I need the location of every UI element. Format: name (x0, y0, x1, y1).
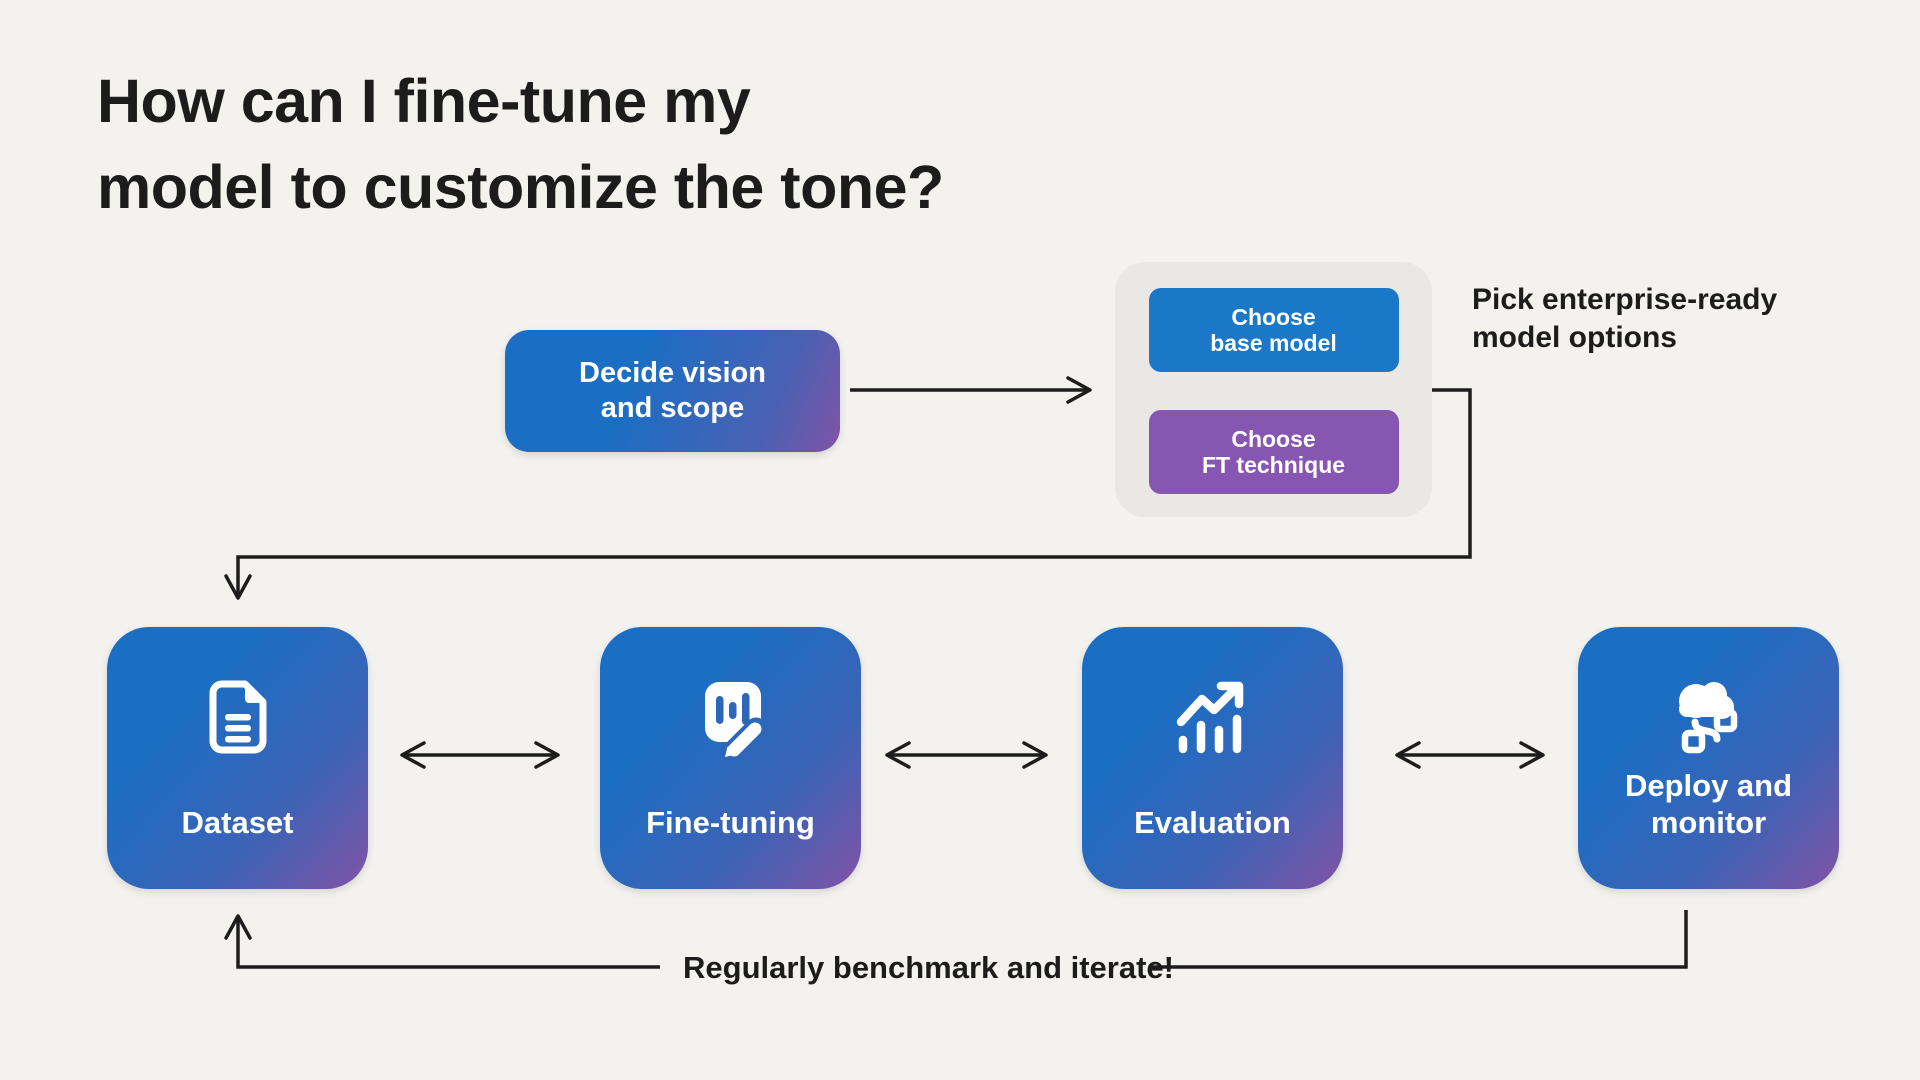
page-title: How can I fine-tune my model to customiz… (97, 58, 944, 230)
stage-label-dataset: Dataset (181, 805, 294, 840)
title-line1: How can I fine-tune my (97, 67, 751, 135)
title-line2: model to customize the tone? (97, 153, 944, 221)
choose-ft-line1: Choose (1231, 426, 1316, 452)
decide-line1: Decide vision (579, 357, 766, 389)
document-icon (190, 667, 286, 767)
stage-label-fine-tuning: Fine-tuning (646, 805, 815, 840)
model-options-panel: Choose base model Choose FT technique (1115, 262, 1432, 517)
side-note-line1: Pick enterprise-ready (1472, 283, 1778, 316)
stage-label-deploy-monitor: Deploy and monitor (1624, 768, 1793, 840)
choose-base-line2: base model (1210, 330, 1337, 356)
stage-evaluation: Evaluation (1082, 627, 1343, 889)
choose-ft-line2: FT technique (1201, 452, 1346, 478)
stage-fine-tuning: Fine-tuning (600, 627, 861, 889)
trending-up-chart-icon (1163, 667, 1263, 767)
choose-base-model-button: Choose base model (1148, 288, 1399, 372)
step-decide-vision-scope: Decide vision and scope (505, 330, 840, 452)
tuning-bars-pencil-icon (683, 667, 779, 767)
loop-note: Regularly benchmark and iterate! (683, 950, 1174, 985)
arrow-loop-right (1150, 910, 1688, 969)
side-note-line2: model options (1472, 321, 1677, 354)
decide-line2: and scope (600, 392, 745, 424)
stage-label-evaluation: Evaluation (1134, 805, 1291, 840)
cloud-pipeline-icon (1659, 667, 1759, 767)
stage-dataset: Dataset (107, 627, 368, 889)
choose-ft-technique-button: Choose FT technique (1148, 410, 1399, 494)
arrow-loop-left (224, 914, 660, 969)
model-options-note: Pick enterprise-ready model options (1472, 281, 1777, 357)
stage-deploy-monitor: Deploy and monitor (1578, 627, 1839, 889)
choose-base-line1: Choose (1231, 304, 1316, 330)
